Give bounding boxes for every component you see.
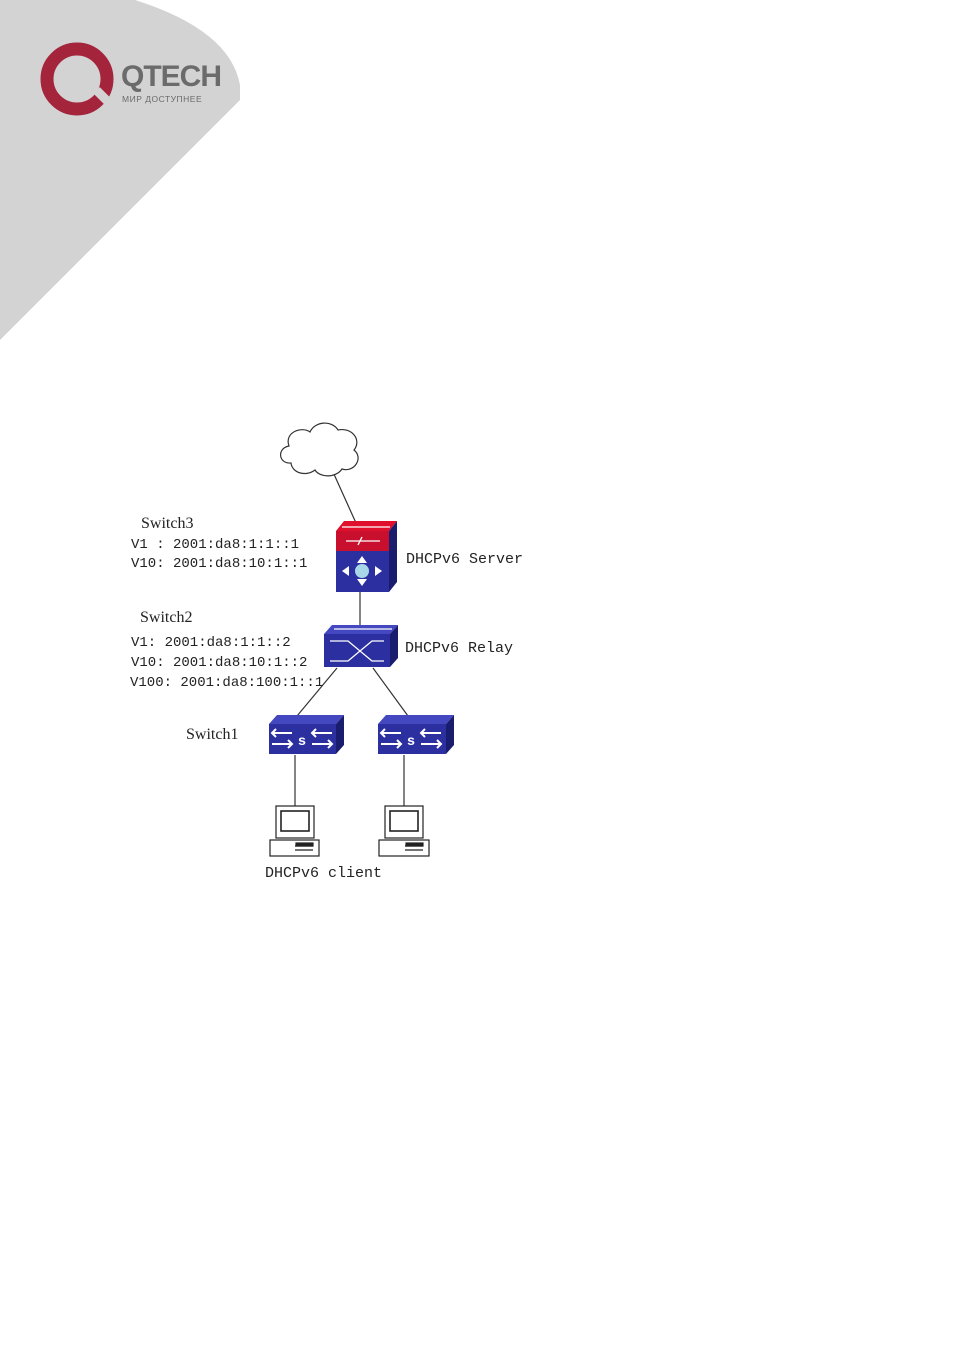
switch3-role: DHCPv6 Server <box>406 552 523 567</box>
switch2-v1-address: V1: 2001:da8:1:1::2 <box>131 636 291 650</box>
link-switch2-switch1b <box>373 668 408 716</box>
cloud-icon <box>281 423 359 476</box>
switch2-v100-address: V100: 2001:da8:100:1::1 <box>130 676 323 690</box>
relay-switch-icon <box>324 625 398 667</box>
access-switch-icon: s <box>269 715 344 754</box>
switch3-name: Switch3 <box>141 516 193 532</box>
computer-icon <box>379 806 429 856</box>
switch1-name: Switch1 <box>186 727 238 743</box>
layer3-switch-icon <box>336 521 397 592</box>
access-switch-icon: s <box>378 715 454 754</box>
switch3-v1-address: V1 : 2001:da8:1:1::1 <box>131 538 299 552</box>
svg-text:s: s <box>298 732 306 748</box>
switch2-role: DHCPv6 Relay <box>405 641 513 656</box>
computer-icon <box>270 806 319 856</box>
switch2-name: Switch2 <box>140 610 192 626</box>
client-label: DHCPv6 client <box>265 866 382 881</box>
switch2-v10-address: V10: 2001:da8:10:1::2 <box>131 656 307 670</box>
svg-text:s: s <box>407 732 415 748</box>
link-cloud-switch3 <box>333 472 356 523</box>
switch3-v10-address: V10: 2001:da8:10:1::1 <box>131 557 307 571</box>
